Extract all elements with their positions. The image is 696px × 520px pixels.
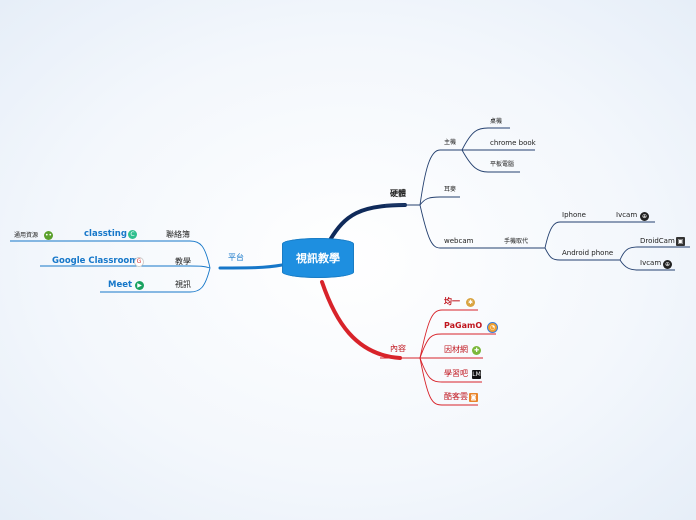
- node-earphone[interactable]: 耳麥: [444, 186, 457, 193]
- google-logo-icon: G: [134, 257, 144, 267]
- node-android-ivcam[interactable]: Ivcam: [640, 259, 662, 267]
- line-iphone: [544, 221, 655, 249]
- node-chromebook[interactable]: chrome book: [490, 139, 536, 147]
- center-label: 視訊教學: [296, 252, 340, 265]
- node-adaptive-learning[interactable]: 因材網: [444, 345, 468, 354]
- line-earphone: [419, 196, 460, 206]
- coolcloud-logo-icon: ◙: [469, 393, 478, 402]
- node-desktop[interactable]: 桌機: [490, 118, 503, 125]
- node-contact-book[interactable]: 聯絡簿: [166, 230, 190, 239]
- line-webcam: [419, 204, 468, 249]
- droidcam-app-icon: ▣: [676, 237, 685, 246]
- node-junyi[interactable]: 均一: [444, 297, 460, 306]
- node-pagamo[interactable]: PaGamO: [444, 321, 483, 330]
- node-android[interactable]: Android phone: [562, 249, 614, 257]
- node-tablet[interactable]: 平板電腦: [490, 161, 515, 168]
- node-platform[interactable]: 平台: [228, 253, 244, 262]
- node-shared-resource[interactable]: 通用資源: [14, 232, 39, 239]
- meet-logo-icon: ▶: [135, 281, 144, 290]
- node-phone-substitute[interactable]: 手機取代: [504, 238, 529, 245]
- globe-icon: ⊕: [663, 260, 672, 269]
- branch-content: [320, 280, 402, 360]
- node-droidcam[interactable]: DroidCam: [640, 237, 675, 245]
- adaptive-learning-logo-icon: ✚: [472, 346, 481, 355]
- learnmode-logo-icon: LM: [472, 370, 481, 379]
- resource-people-icon: ••: [44, 231, 53, 240]
- node-hardware[interactable]: 硬體: [390, 189, 406, 198]
- junyi-logo-icon: ✱: [466, 298, 475, 307]
- node-iphone-ivcam[interactable]: Ivcam: [616, 211, 638, 219]
- node-google-classroom[interactable]: Google Classroom: [52, 256, 139, 266]
- branch-hardware: [328, 203, 407, 242]
- line-ivcam2: [619, 259, 675, 271]
- line-host: [419, 149, 462, 206]
- node-teaching[interactable]: 教學: [175, 257, 191, 266]
- node-host[interactable]: 主機: [444, 139, 457, 146]
- center-node[interactable]: 視訊教學: [282, 238, 354, 278]
- node-meet[interactable]: Meet: [108, 280, 133, 290]
- line-android: [544, 247, 620, 261]
- node-iphone[interactable]: Iphone: [562, 211, 586, 219]
- node-content[interactable]: 內容: [390, 344, 406, 353]
- node-learnmode[interactable]: 學習吧: [444, 369, 468, 378]
- line-tablet: [461, 149, 520, 173]
- pagamo-logo-icon: ◔: [487, 322, 498, 333]
- node-coolcloud[interactable]: 酷客雲: [444, 392, 468, 401]
- node-video[interactable]: 視訊: [175, 280, 191, 289]
- node-webcam[interactable]: webcam: [444, 237, 474, 245]
- globe-icon: ⊕: [640, 212, 649, 221]
- line-desktop: [461, 127, 510, 151]
- classting-logo-icon: C: [128, 230, 137, 239]
- branch-platform: [218, 263, 284, 270]
- node-classting[interactable]: classting: [84, 229, 127, 239]
- line-droidcam: [619, 246, 690, 261]
